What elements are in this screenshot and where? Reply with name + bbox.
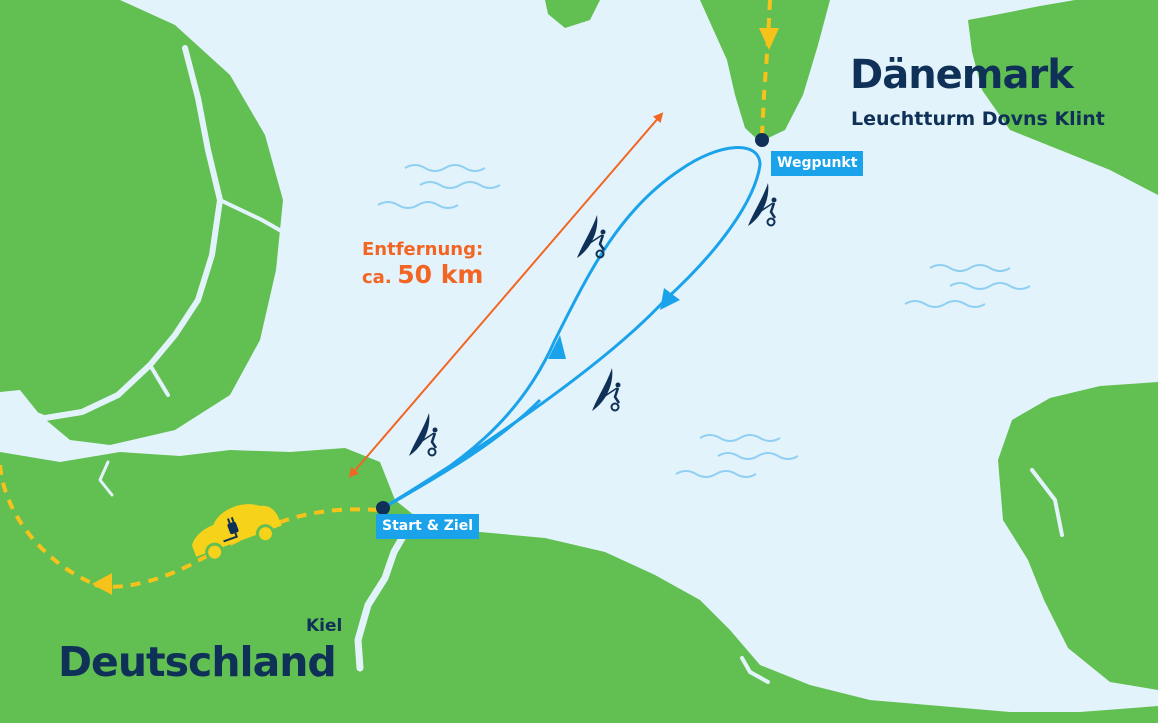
kitefoil-rider-icon <box>592 368 621 412</box>
start-finish-badge: Start & Ziel <box>376 514 480 539</box>
country-label-denmark: Dänemark <box>850 52 1074 98</box>
wave-icon <box>904 300 986 308</box>
land-west-fyn <box>0 0 283 445</box>
distance-arrow <box>348 112 664 478</box>
electric-car-icon <box>192 504 282 562</box>
wave-icon <box>675 470 757 478</box>
route-arrow-icon <box>548 335 566 359</box>
distance-annotation: Entfernung: ca. 50 km <box>362 239 484 290</box>
wave-icon <box>717 452 799 460</box>
route-arrow-icon <box>759 28 779 50</box>
route-arrow-icon <box>660 288 680 310</box>
kitefoil-rider-icon <box>577 215 606 259</box>
kite-route <box>382 146 762 510</box>
land-germany <box>0 448 1158 723</box>
route-arrow-icon <box>92 573 112 595</box>
location-dot-icon <box>755 133 769 147</box>
location-dot-icon <box>376 501 390 515</box>
land-east-south <box>998 382 1158 690</box>
country-label-germany: Deutschland <box>58 638 337 686</box>
kitefoil-rider-icon <box>748 183 777 227</box>
distance-line: ca. 50 km <box>362 259 484 290</box>
waypoint-badge: Wegpunkt <box>771 151 864 176</box>
city-label-kiel: Kiel <box>306 616 343 636</box>
land-denmark-peninsula <box>700 0 830 142</box>
land-east-north <box>968 0 1158 195</box>
distance-prefix: ca. <box>362 266 392 288</box>
land-north-islet <box>545 0 600 28</box>
lighthouse-label: Leuchtturm Dovns Klint <box>851 108 1105 130</box>
distance-label: Entfernung: <box>362 239 484 260</box>
wave-icon <box>929 264 1011 272</box>
wave-icon <box>949 282 1031 290</box>
wave-icon <box>699 434 781 442</box>
car-route <box>0 0 772 589</box>
waterways <box>0 45 1064 684</box>
distance-value: 50 km <box>397 259 484 289</box>
kitefoil-rider-icon <box>409 413 438 457</box>
